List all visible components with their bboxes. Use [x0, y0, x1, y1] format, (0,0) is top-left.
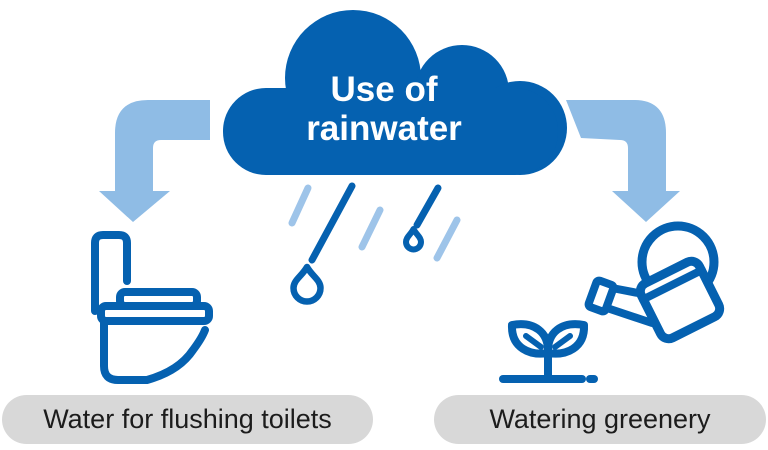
rain-streak-dark — [413, 184, 442, 229]
left-down-arrow-icon — [99, 100, 210, 222]
rain-streak-light — [358, 206, 384, 251]
can-rim — [638, 266, 706, 304]
spout-lower-line — [600, 303, 656, 327]
can-body — [635, 256, 725, 344]
watering-can-icon — [584, 221, 725, 344]
diagram-title-line2: rainwater — [306, 109, 462, 148]
label-flushing-toilets: Water for flushing toilets — [2, 395, 373, 444]
right-down-arrow-icon — [566, 100, 680, 222]
cloud-icon — [223, 10, 567, 175]
diagram-title-line1: Use of — [330, 70, 438, 109]
rain-streak-dark — [308, 182, 356, 264]
rain-streak-light — [433, 216, 461, 262]
sprout-icon — [499, 320, 598, 383]
rain-streak-light — [288, 184, 312, 227]
spout-head — [584, 276, 618, 316]
label-watering-greenery: Watering greenery — [434, 395, 766, 444]
toilet-icon — [91, 231, 213, 384]
rain-icon — [288, 182, 461, 305]
raindrop-icon — [403, 226, 424, 253]
diagram-title: Use of rainwater — [234, 70, 534, 148]
raindrop-icon — [290, 263, 324, 305]
